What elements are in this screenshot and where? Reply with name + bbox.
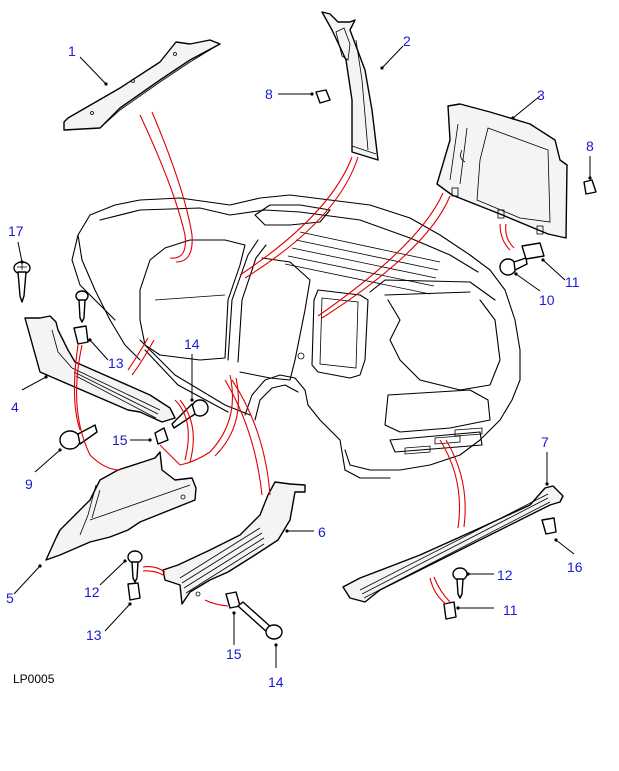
screw-14-lower-icon	[237, 601, 283, 640]
part-7-tailgate-sill-plate	[342, 485, 564, 603]
clip-13-upper-icon	[73, 325, 89, 345]
callout-labels: 1 2 3 4 5 6 7 8 8 9 10 11 11 12 12 13 13…	[6, 33, 594, 690]
callout-13-upper[interactable]: 13	[108, 355, 124, 371]
callout-11-upper[interactable]: 11	[565, 274, 580, 290]
part-4-front-sill-trim	[24, 315, 176, 423]
part-5-b-post-lower-trim	[45, 451, 197, 561]
callout-15-lower[interactable]: 15	[226, 646, 242, 662]
callout-16[interactable]: 16	[567, 559, 583, 575]
trim-button-9-icon	[59, 424, 98, 450]
callout-10[interactable]: 10	[539, 292, 555, 308]
callout-9[interactable]: 9	[25, 476, 33, 492]
diagram-reference-code: LP0005	[13, 672, 55, 686]
part-1-a-pillar-trim	[63, 39, 221, 131]
callout-6[interactable]: 6	[318, 524, 326, 540]
callout-14-lower[interactable]: 14	[268, 674, 284, 690]
callout-8-upper[interactable]: 8	[265, 86, 273, 102]
callout-13-lower[interactable]: 13	[86, 627, 102, 643]
vehicle-body-shell	[71, 194, 521, 479]
callout-12-right[interactable]: 12	[497, 567, 513, 583]
part-3-rear-quarter-trim	[436, 103, 568, 239]
callout-14-upper[interactable]: 14	[184, 336, 200, 352]
assembly-connector-lines	[73, 111, 515, 607]
clip-11-upper-icon	[521, 242, 545, 260]
callout-8-right[interactable]: 8	[586, 138, 594, 154]
screw-12-right-icon	[452, 567, 468, 599]
screw-17-icon	[13, 261, 31, 303]
callout-3[interactable]: 3	[537, 87, 545, 103]
callout-7[interactable]: 7	[541, 434, 549, 450]
callout-4[interactable]: 4	[11, 399, 19, 415]
screw-12-left-icon	[127, 550, 143, 583]
clip-8-right-icon	[583, 179, 597, 195]
callout-1[interactable]: 1	[68, 43, 76, 59]
screw-14-upper-icon	[171, 399, 209, 429]
callout-11-lower[interactable]: 11	[503, 602, 518, 618]
callout-2[interactable]: 2	[403, 33, 411, 49]
clip-16-icon	[541, 517, 557, 535]
part-6-rear-sill-trim	[162, 481, 306, 605]
callout-5[interactable]: 5	[6, 590, 14, 606]
callout-17[interactable]: 17	[8, 223, 24, 239]
callout-12-left[interactable]: 12	[84, 584, 100, 600]
callout-15-upper[interactable]: 15	[112, 432, 128, 448]
clip-15-upper-icon	[154, 427, 169, 445]
clip-11-lower-icon	[443, 601, 457, 620]
screw-upper-front-icon	[75, 290, 89, 323]
leader-lines	[13, 45, 592, 668]
clip-8-upper-icon	[315, 89, 331, 104]
clip-13-lower-icon	[127, 582, 141, 601]
part-2-b-pillar-trim	[321, 11, 379, 161]
screw-10-icon	[499, 257, 528, 276]
